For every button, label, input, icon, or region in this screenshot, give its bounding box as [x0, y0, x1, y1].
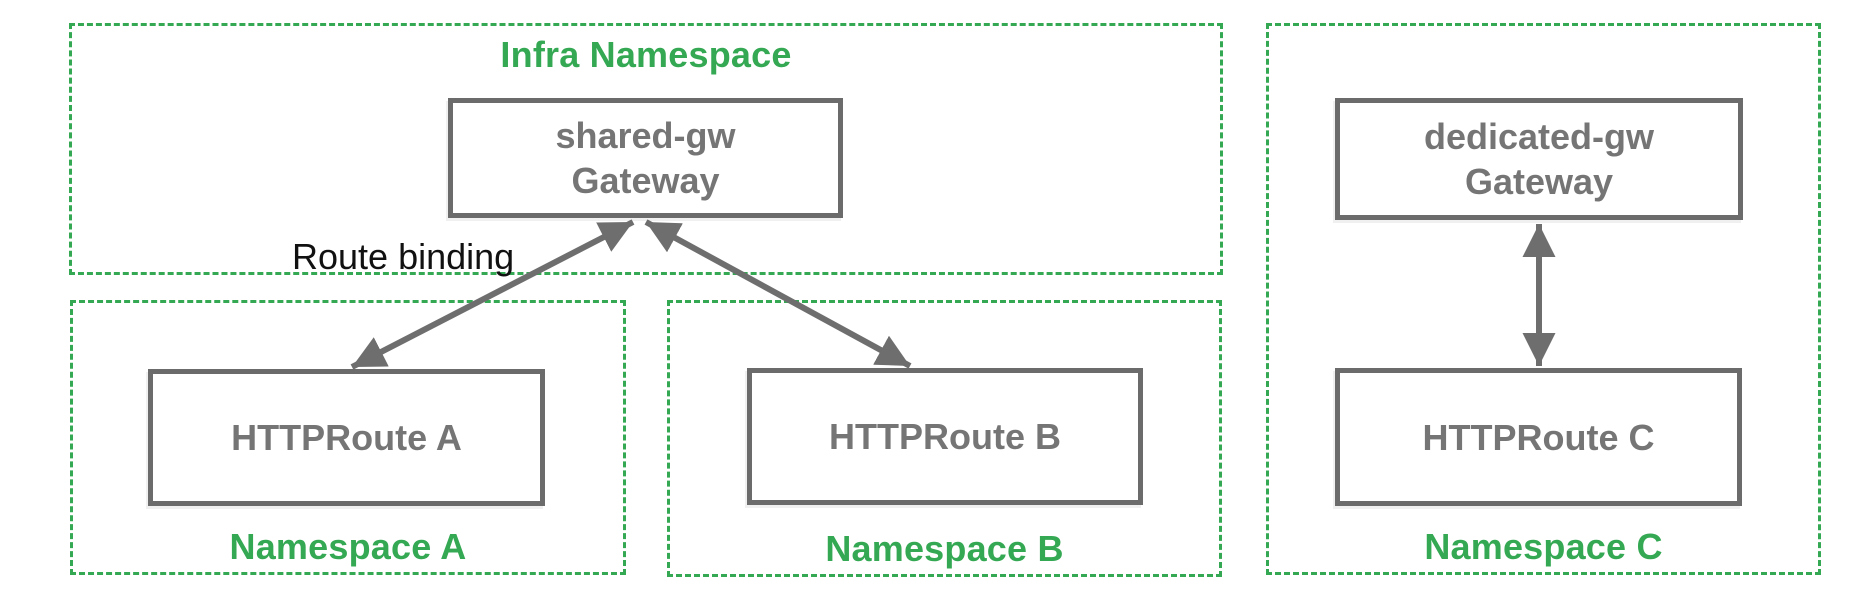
namespace-b-title: Namespace B: [825, 528, 1064, 569]
infra-namespace-title: Infra Namespace: [500, 34, 792, 75]
namespace-c-title: Namespace C: [1424, 526, 1663, 567]
shared-gateway-kind: Gateway: [571, 160, 720, 201]
shared-gateway-name: shared-gw: [555, 115, 736, 156]
dedicated-gateway-name: dedicated-gw: [1423, 116, 1655, 157]
shared-gateway-label: shared-gw Gateway: [555, 113, 735, 203]
dedicated-gateway-box: dedicated-gw Gateway: [1335, 98, 1743, 220]
namespace-a-title: Namespace A: [229, 526, 467, 567]
dedicated-gateway-label: dedicated-gw Gateway: [1424, 114, 1654, 204]
httproute-c-label: HTTPRoute C: [1422, 416, 1655, 458]
httproute-b-label: HTTPRoute B: [829, 416, 1061, 457]
namespace-b-container: Namespace B: [667, 300, 1222, 577]
route-binding-annotation: Route binding: [292, 236, 515, 277]
httproute-c-box: HTTPRoute C: [1335, 368, 1742, 506]
httproute-b-box: HTTPRoute B: [747, 368, 1143, 505]
dedicated-gateway-kind: Gateway: [1464, 161, 1614, 202]
shared-gateway-box: shared-gw Gateway: [448, 98, 843, 218]
namespace-c-container: Namespace C: [1266, 23, 1821, 575]
namespace-a-container: Namespace A: [70, 300, 626, 575]
httproute-a-label: HTTPRoute A: [231, 417, 462, 458]
httproute-a-box: HTTPRoute A: [148, 369, 545, 506]
